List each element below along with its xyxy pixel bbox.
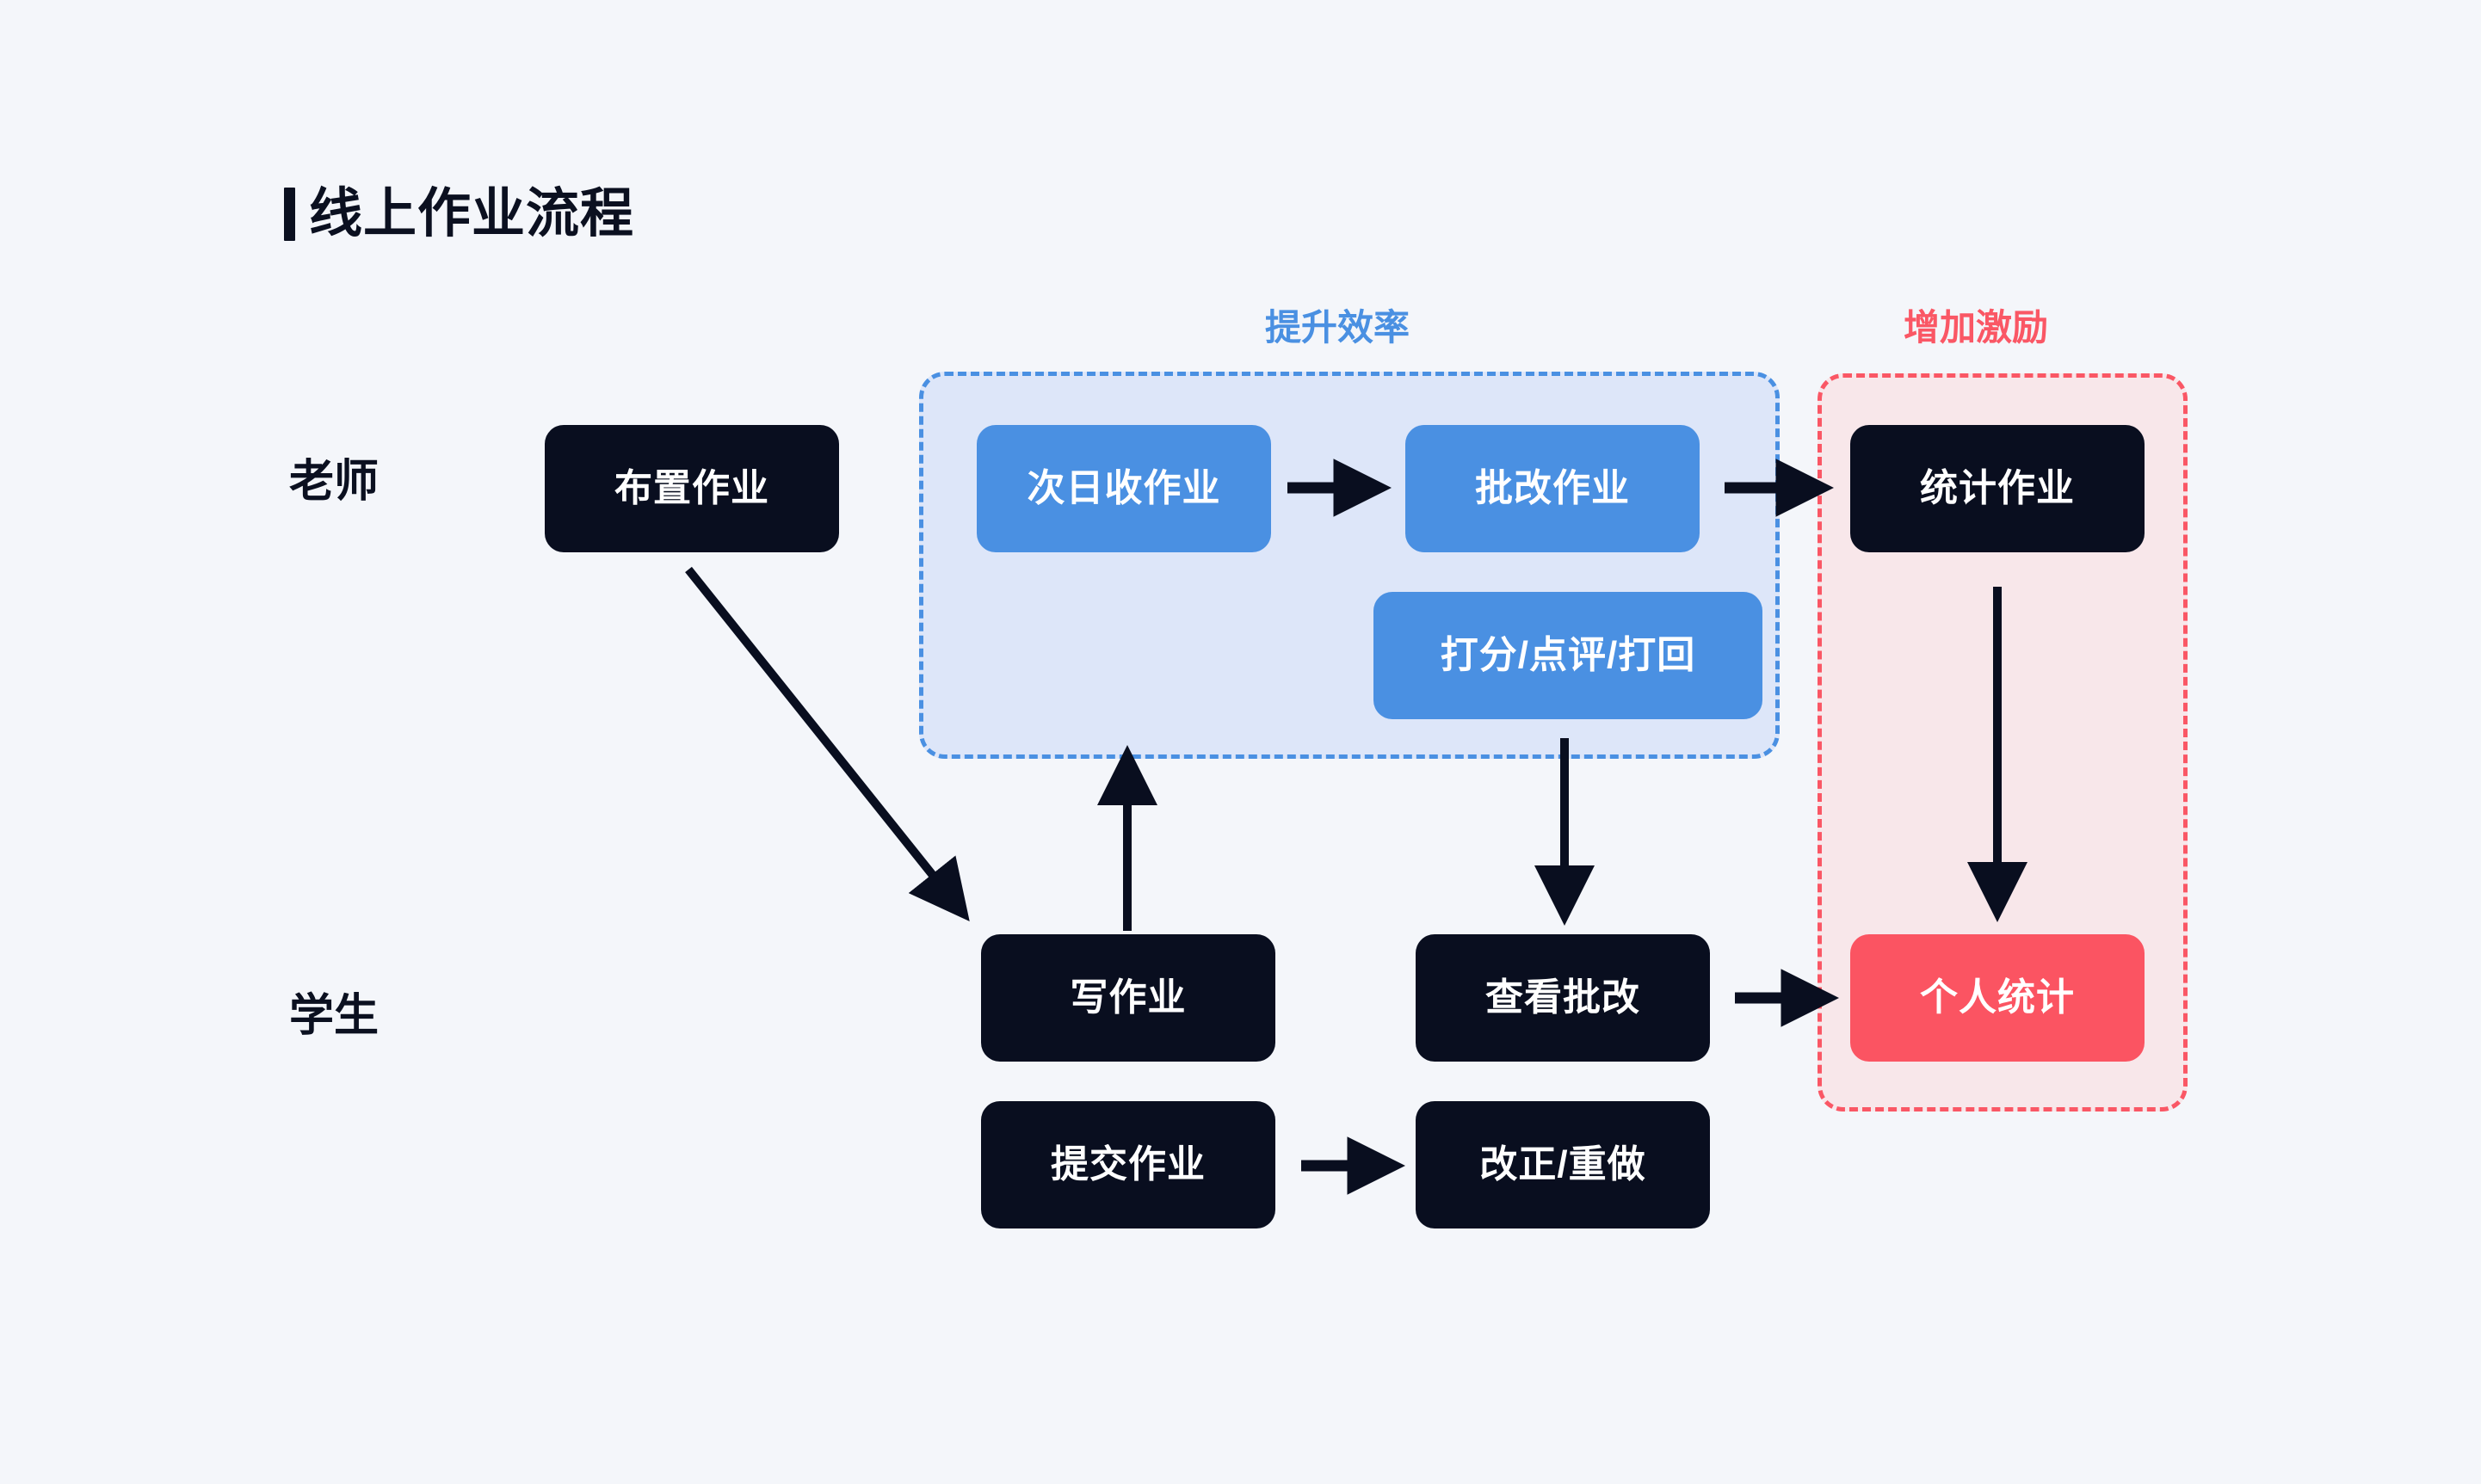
title-accent-bar [284,188,295,241]
group-caption-incentive: 增加激励 [1904,307,2049,348]
node-collect-homework[interactable]: 次日收作业 [977,425,1271,552]
page-title-text: 线上作业流程 [309,184,635,243]
node-score-comment-return[interactable]: 打分/点评/打回 [1373,592,1762,719]
lane-label-student: 学生 [289,991,380,1041]
group-caption-efficiency: 提升效率 [1265,307,1410,348]
node-do-homework[interactable]: 写作业 [981,934,1275,1062]
node-view-corrections[interactable]: 查看批改 [1416,934,1710,1062]
node-homework-statistics[interactable]: 统计作业 [1850,425,2145,552]
node-fix-or-redo[interactable]: 改正/重做 [1416,1101,1710,1228]
node-personal-statistics[interactable]: 个人统计 [1850,934,2145,1062]
node-correct-homework[interactable]: 批改作业 [1405,425,1700,552]
node-assign-homework[interactable]: 布置作业 [545,425,839,552]
node-submit-homework[interactable]: 提交作业 [981,1101,1275,1228]
page-title: 线上作业流程 [284,188,634,241]
lane-label-teacher: 老师 [289,457,380,507]
